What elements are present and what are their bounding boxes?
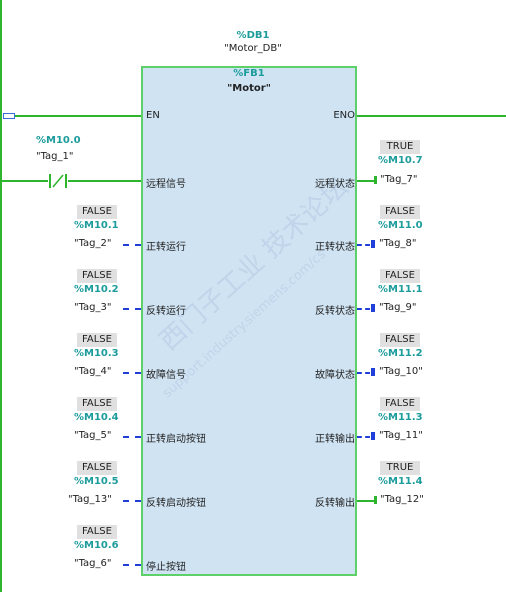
output-address[interactable]: %M11.0 bbox=[378, 220, 423, 231]
output-wire bbox=[357, 308, 370, 310]
input-state-badge: FALSE bbox=[77, 333, 117, 347]
output-wire-end bbox=[371, 368, 375, 376]
input-pin-label[interactable]: 故障信号 bbox=[146, 370, 186, 381]
output-wire-end bbox=[371, 432, 375, 440]
output-state-badge: FALSE bbox=[380, 333, 420, 347]
input-state-badge: FALSE bbox=[77, 461, 117, 475]
output-pin-label[interactable]: 反转状态 bbox=[315, 306, 355, 317]
output-wire bbox=[357, 436, 370, 438]
output-wire bbox=[357, 500, 374, 502]
input-wire bbox=[123, 500, 141, 502]
input-state-badge: FALSE bbox=[77, 205, 117, 219]
input-wire bbox=[123, 244, 141, 246]
contact-wire-right bbox=[68, 180, 141, 182]
output-state-badge: TRUE bbox=[380, 461, 420, 475]
input-wire bbox=[123, 436, 141, 438]
output-state-badge: FALSE bbox=[380, 269, 420, 283]
output-address[interactable]: %M11.2 bbox=[378, 348, 423, 359]
output-address[interactable]: %M11.3 bbox=[378, 412, 423, 423]
input-address[interactable]: %M10.2 bbox=[74, 284, 119, 295]
output-tag[interactable]: "Tag_12" bbox=[380, 494, 424, 505]
fb-name[interactable]: "Motor" bbox=[227, 83, 271, 94]
eno-pin[interactable]: ENO bbox=[333, 110, 355, 121]
input-address[interactable]: %M10.0 bbox=[36, 135, 81, 146]
output-pin-label[interactable]: 远程状态 bbox=[315, 179, 355, 190]
input-pin-label[interactable]: 反转启动按钮 bbox=[146, 498, 206, 509]
output-tag[interactable]: "Tag_10" bbox=[379, 366, 423, 377]
output-address[interactable]: %M11.1 bbox=[378, 284, 423, 295]
input-tag[interactable]: "Tag_13" bbox=[68, 494, 112, 505]
input-tag[interactable]: "Tag_3" bbox=[74, 302, 112, 313]
output-address[interactable]: %M10.7 bbox=[378, 155, 423, 166]
output-state-badge: TRUE bbox=[380, 140, 420, 154]
input-state-badge: FALSE bbox=[77, 269, 117, 283]
input-state-badge: FALSE bbox=[77, 397, 117, 411]
input-pin-label[interactable]: 正转运行 bbox=[146, 242, 186, 253]
output-wire-end bbox=[374, 176, 377, 184]
input-wire bbox=[123, 564, 141, 566]
input-pin-label[interactable]: 停止按钮 bbox=[146, 562, 186, 573]
input-address[interactable]: %M10.4 bbox=[74, 412, 119, 423]
input-pin-label[interactable]: 正转启动按钮 bbox=[146, 434, 206, 445]
output-wire-end bbox=[371, 304, 375, 312]
en-wire bbox=[15, 115, 141, 117]
output-wire-end bbox=[374, 496, 377, 504]
output-state-badge: FALSE bbox=[380, 397, 420, 411]
en-connector-icon bbox=[3, 113, 15, 119]
output-pin-label[interactable]: 正转状态 bbox=[315, 242, 355, 253]
input-address[interactable]: %M10.6 bbox=[74, 540, 119, 551]
instance-db-name[interactable]: "Motor_DB" bbox=[224, 43, 282, 54]
output-tag[interactable]: "Tag_11" bbox=[379, 430, 423, 441]
output-pin-label[interactable]: 故障状态 bbox=[315, 370, 355, 381]
en-pin[interactable]: EN bbox=[146, 110, 160, 121]
nc-contact-icon[interactable] bbox=[48, 173, 68, 189]
input-tag[interactable]: "Tag_6" bbox=[74, 558, 112, 569]
input-wire bbox=[123, 308, 141, 310]
output-wire bbox=[357, 244, 370, 246]
output-wire-end bbox=[371, 240, 375, 248]
output-tag[interactable]: "Tag_8" bbox=[379, 238, 417, 249]
output-pin-label[interactable]: 反转输出 bbox=[315, 498, 355, 509]
input-pin-label[interactable]: 反转运行 bbox=[146, 306, 186, 317]
fb-number[interactable]: %FB1 bbox=[233, 68, 265, 79]
input-state-badge: FALSE bbox=[77, 525, 117, 539]
input-wire bbox=[123, 372, 141, 374]
power-rail bbox=[0, 0, 2, 592]
output-tag[interactable]: "Tag_9" bbox=[379, 302, 417, 313]
output-address[interactable]: %M11.4 bbox=[378, 476, 423, 487]
eno-wire bbox=[357, 115, 506, 117]
function-block[interactable] bbox=[141, 66, 357, 576]
contact-wire-left bbox=[0, 180, 48, 182]
input-address[interactable]: %M10.1 bbox=[74, 220, 119, 231]
input-address[interactable]: %M10.5 bbox=[74, 476, 119, 487]
input-tag[interactable]: "Tag_2" bbox=[74, 238, 112, 249]
output-tag[interactable]: "Tag_7" bbox=[380, 174, 418, 185]
output-state-badge: FALSE bbox=[380, 205, 420, 219]
output-wire bbox=[357, 180, 374, 182]
input-tag[interactable]: "Tag_1" bbox=[36, 151, 74, 162]
output-wire bbox=[357, 372, 370, 374]
input-address[interactable]: %M10.3 bbox=[74, 348, 119, 359]
instance-db-number[interactable]: %DB1 bbox=[236, 30, 270, 41]
input-tag[interactable]: "Tag_4" bbox=[74, 366, 112, 377]
input-tag[interactable]: "Tag_5" bbox=[74, 430, 112, 441]
input-pin-label[interactable]: 远程信号 bbox=[146, 179, 186, 190]
output-pin-label[interactable]: 正转输出 bbox=[315, 434, 355, 445]
